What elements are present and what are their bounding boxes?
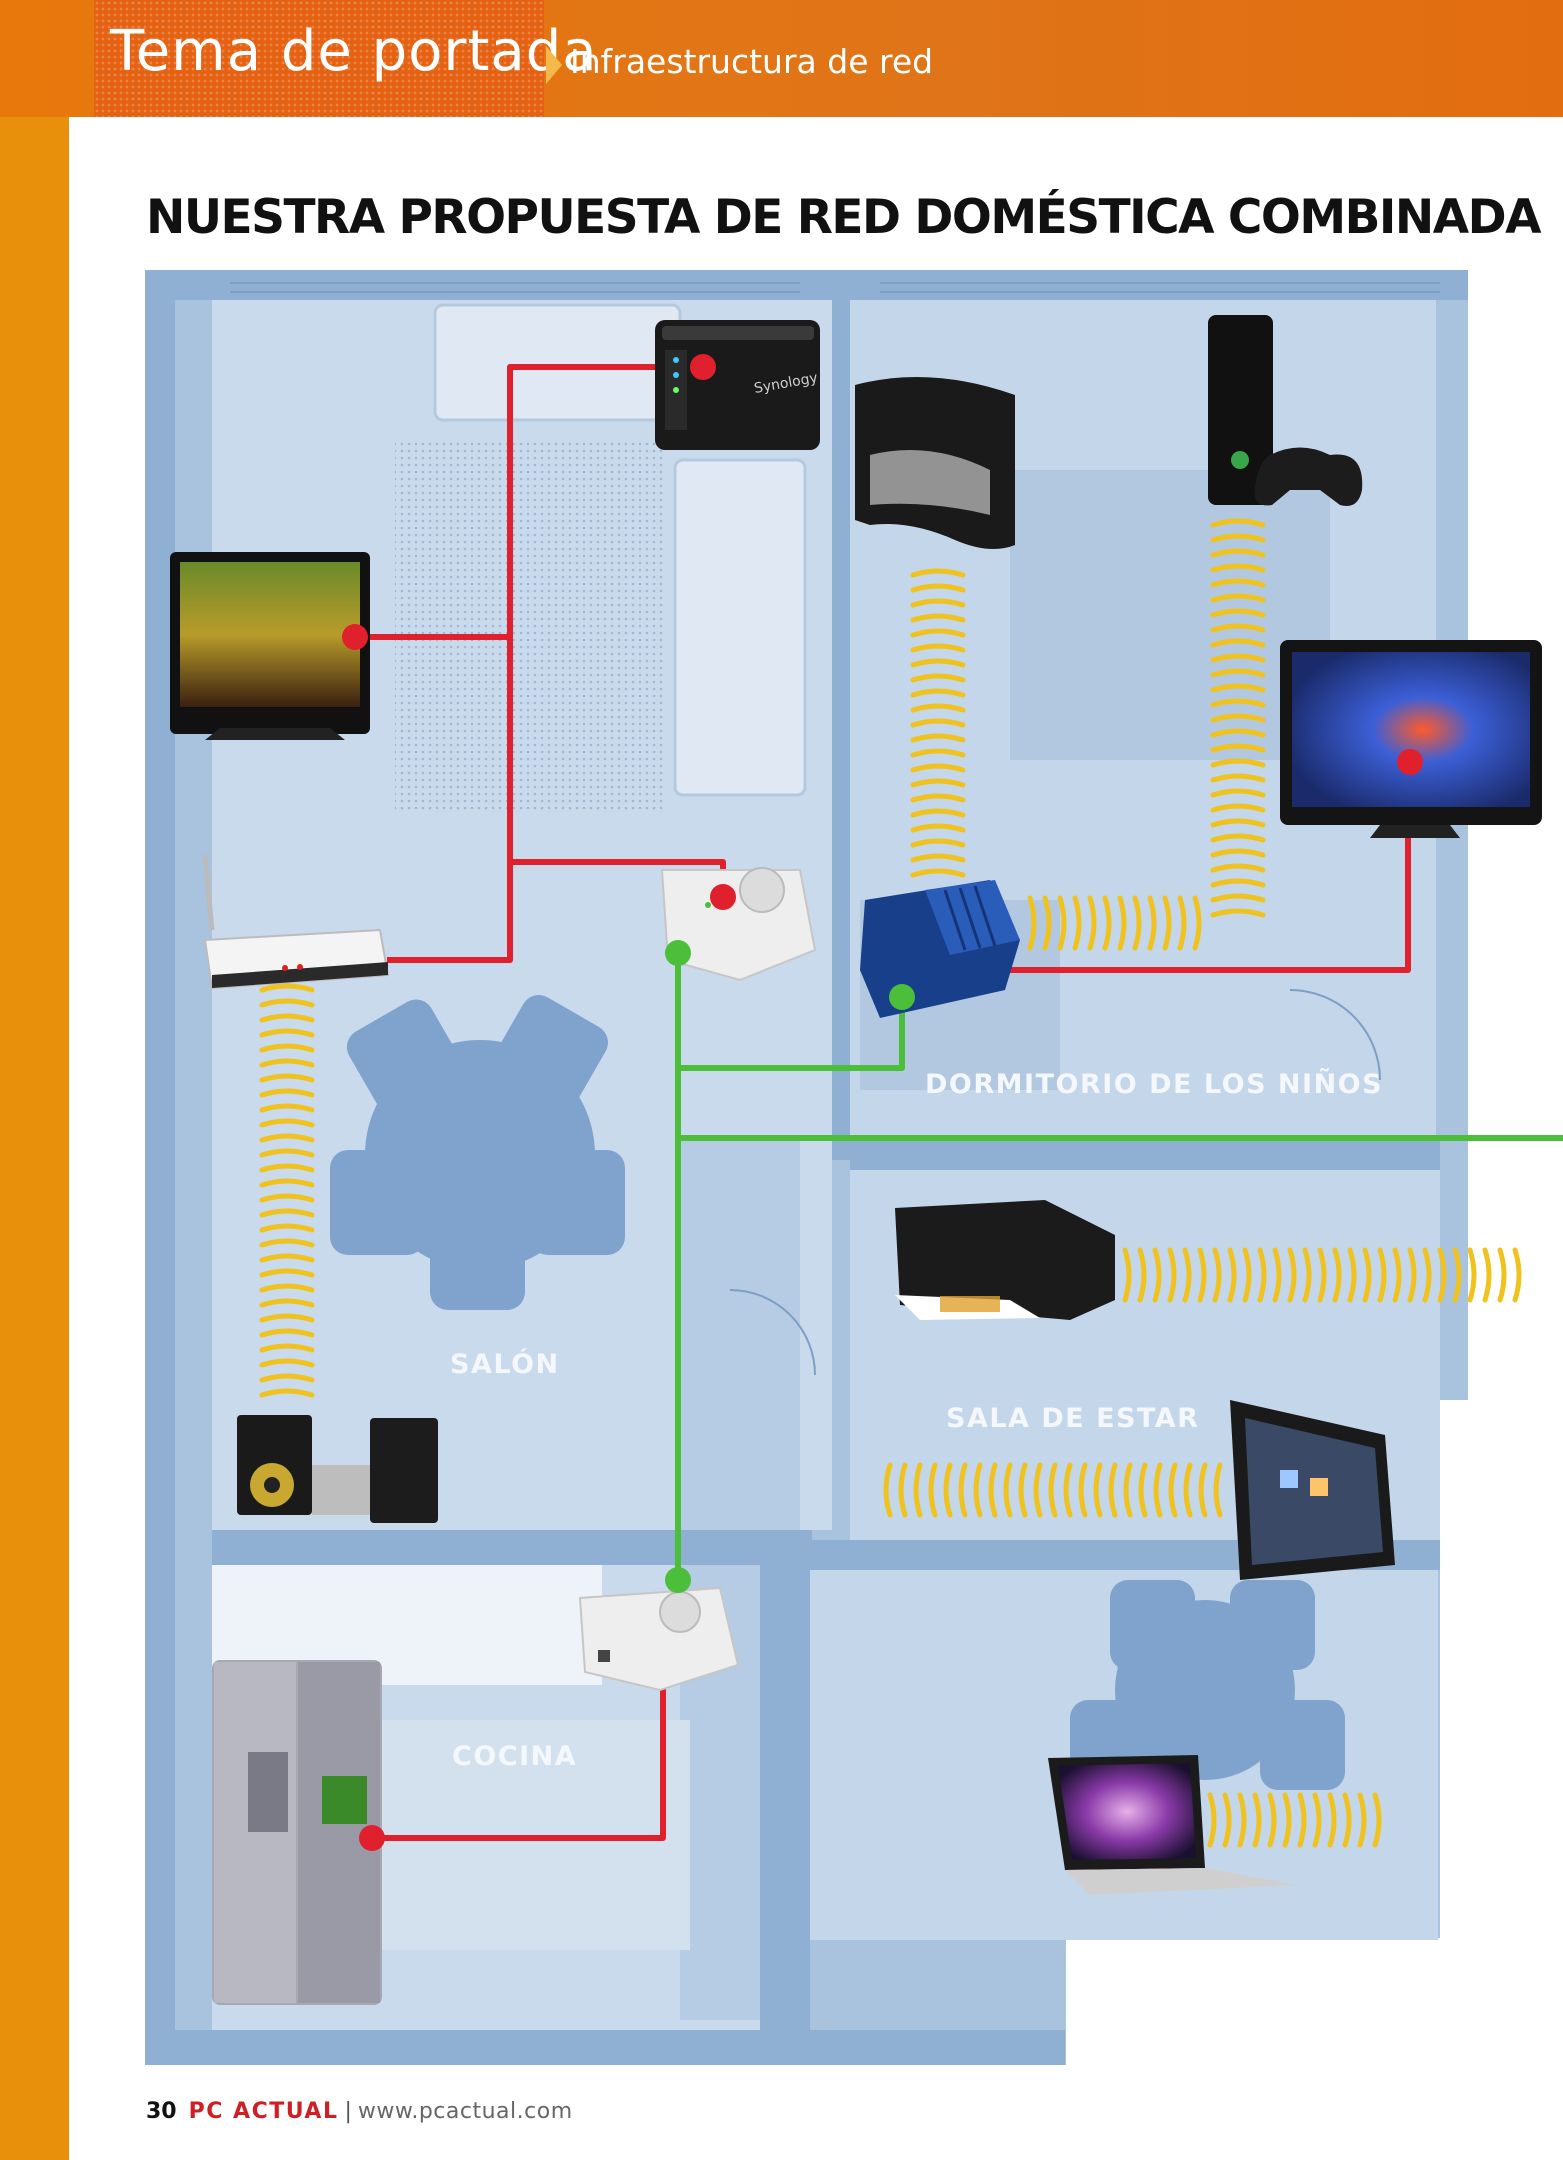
tablet-icon — [1230, 1400, 1395, 1580]
door-arc — [1289, 989, 1381, 1081]
section-subtitle: Infraestructura de red — [570, 42, 934, 81]
dining-table — [330, 995, 625, 1310]
ethernet-port-dot — [359, 1825, 385, 1851]
footer-separator: | — [344, 2099, 352, 2124]
bed — [1010, 470, 1330, 760]
room-label-cocina: COCINA — [452, 1741, 577, 1772]
powerline-port-dot — [889, 984, 915, 1010]
cutout-bottom-right — [1066, 1938, 1563, 2160]
hifi-stereo-icon — [237, 1415, 438, 1523]
chevron-right-icon — [546, 46, 562, 84]
rug — [395, 440, 665, 810]
ethernet-port-dot — [690, 354, 716, 380]
laptop-icon — [1048, 1755, 1296, 1895]
wifi-wave-xbox — [1210, 518, 1266, 918]
wifi-wave-printer — [1122, 1247, 1522, 1303]
page-footer: 30 PC ACTUAL|www.pcactual.com — [146, 2101, 573, 2123]
door-arc — [729, 1289, 816, 1376]
ethernet-port-dot — [710, 884, 736, 910]
powerline-port-dot — [665, 1567, 691, 1593]
ethernet-port-dot — [1397, 749, 1423, 775]
wifi-links — [259, 518, 1522, 1848]
ethernet-port-dot — [342, 624, 368, 650]
wall — [212, 1530, 812, 1565]
tv-salon-icon — [170, 552, 370, 740]
wall — [145, 270, 1468, 300]
room-label-salon: SALÓN — [450, 1348, 560, 1380]
page-number: 30 — [146, 2099, 177, 2124]
xbox-console-icon — [1208, 315, 1363, 506]
powerline-adapter-salon-icon — [660, 867, 817, 982]
connection-dots — [342, 354, 1423, 1851]
outer-void-right — [1470, 270, 1563, 1395]
page-side-bar — [0, 0, 69, 2160]
magazine-url: www.pcactual.com — [357, 2099, 573, 2124]
router-icon — [202, 854, 390, 990]
nas-device-icon: Synology — [655, 320, 820, 450]
section-title: Tema de portada — [110, 19, 598, 84]
magazine-name: PC ACTUAL — [188, 2099, 339, 2124]
page-title: NUESTRA PROPUESTA DE RED DOMÉSTICA COMBI… — [146, 190, 1542, 245]
wall — [145, 2030, 1065, 2065]
wall — [760, 1540, 810, 2040]
printer-icon — [895, 1200, 1115, 1320]
sofa — [673, 458, 807, 797]
sofa — [433, 303, 682, 422]
wifi-wave-bridge — [1027, 895, 1202, 951]
wifi-wave-laptop — [1207, 1792, 1382, 1848]
room-label-sala-estar: SALA DE ESTAR — [946, 1403, 1200, 1434]
wifi-wave-router — [259, 983, 315, 1398]
room-label-dormitorio: DORMITORIO DE LOS NIÑOS — [925, 1068, 1383, 1100]
wall — [832, 300, 850, 1160]
tv-dormitorio-icon — [1280, 640, 1542, 838]
wifi-powerline-bridge-icon — [860, 880, 1020, 1018]
powerline-port-dot — [665, 940, 691, 966]
section-title-box — [94, 0, 544, 117]
powerline-links — [675, 955, 1563, 1580]
wifi-wave-ps3 — [910, 568, 966, 878]
wall — [145, 270, 175, 2065]
wifi-wave-tablet — [883, 1462, 1223, 1518]
smart-fridge-icon — [212, 1660, 382, 2005]
playstation-console-icon — [855, 377, 1015, 549]
cutout-right — [1440, 1400, 1563, 1940]
